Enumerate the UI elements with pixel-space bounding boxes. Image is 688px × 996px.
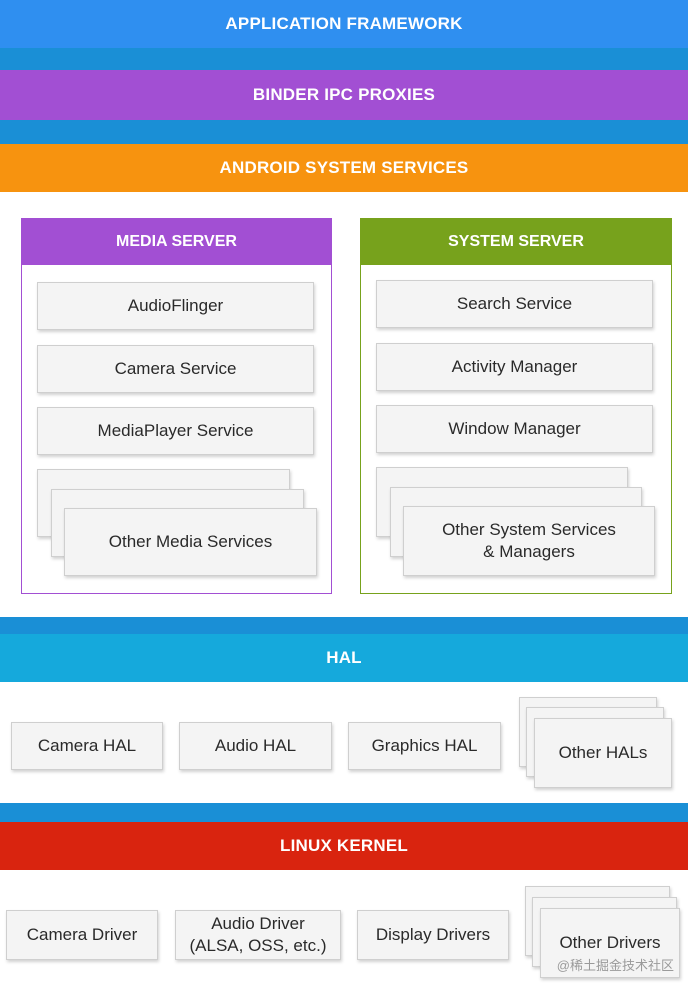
audioflinger-box: AudioFlinger xyxy=(37,282,314,330)
camera-driver-box: Camera Driver xyxy=(6,910,158,960)
binder-ipc-proxies-band: BINDER IPC PROXIES xyxy=(0,70,688,120)
application-framework-band: APPLICATION FRAMEWORK xyxy=(0,0,688,48)
other-media-services-box: Other Media Services xyxy=(64,508,317,576)
hal-panel: Camera HAL Audio HAL Graphics HAL Other … xyxy=(0,682,688,803)
other-hals-box: Other HALs xyxy=(534,718,672,788)
camera-service-box: Camera Service xyxy=(37,345,314,393)
media-server-group: MEDIA SERVER AudioFlinger Camera Service… xyxy=(21,218,332,594)
linux-kernel-band: LINUX KERNEL xyxy=(0,822,688,870)
system-server-group: SYSTEM SERVER Search Service Activity Ma… xyxy=(360,218,672,594)
system-server-title: SYSTEM SERVER xyxy=(361,219,671,265)
other-system-services-box: Other System Services & Managers xyxy=(403,506,655,576)
window-manager-box: Window Manager xyxy=(376,405,653,453)
android-system-services-band: ANDROID SYSTEM SERVICES xyxy=(0,144,688,192)
graphics-hal-box: Graphics HAL xyxy=(348,722,501,770)
mediaplayer-service-box: MediaPlayer Service xyxy=(37,407,314,455)
activity-manager-box: Activity Manager xyxy=(376,343,653,391)
hal-band: HAL xyxy=(0,634,688,682)
display-drivers-box: Display Drivers xyxy=(357,910,509,960)
audio-hal-box: Audio HAL xyxy=(179,722,332,770)
camera-hal-box: Camera HAL xyxy=(11,722,163,770)
kernel-panel: Camera Driver Audio Driver (ALSA, OSS, e… xyxy=(0,870,688,996)
media-server-title: MEDIA SERVER xyxy=(22,219,331,265)
audio-driver-box: Audio Driver (ALSA, OSS, etc.) xyxy=(175,910,341,960)
other-drivers-box: Other Drivers xyxy=(540,908,680,978)
watermark-text: @稀土掘金技术社区 xyxy=(556,958,674,973)
system-services-panel: MEDIA SERVER AudioFlinger Camera Service… xyxy=(0,192,688,617)
search-service-box: Search Service xyxy=(376,280,653,328)
